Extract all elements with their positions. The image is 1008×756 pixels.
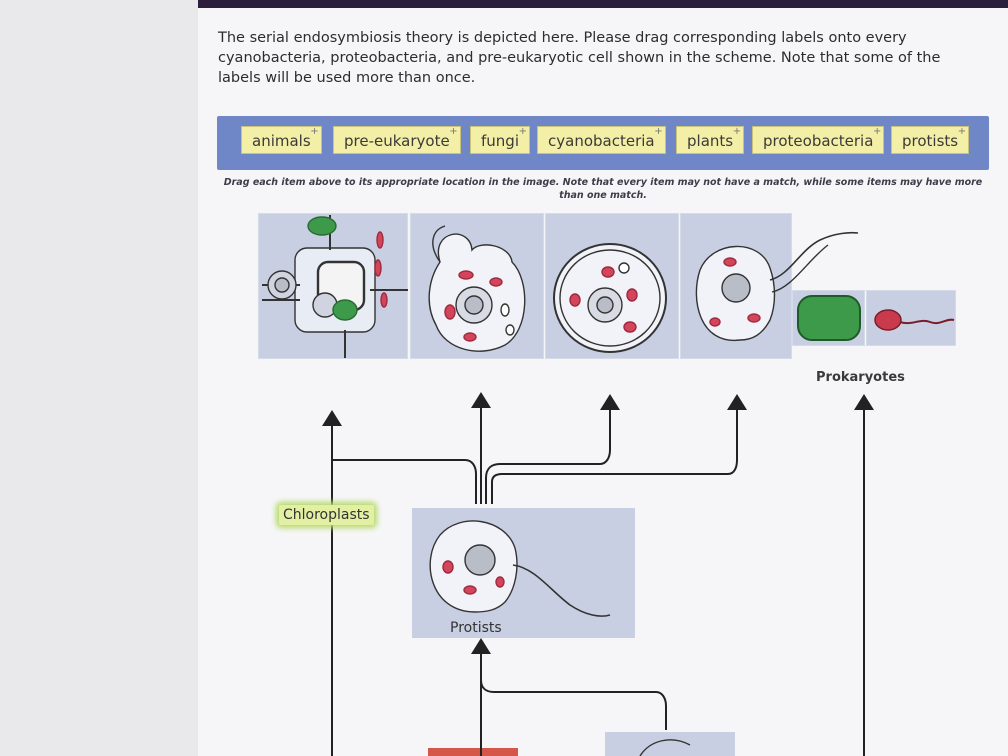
protists-label: Protists bbox=[450, 620, 502, 636]
label-chip-pre-eukaryote[interactable]: pre-eukaryote+ bbox=[333, 126, 461, 154]
plus-icon: + bbox=[518, 126, 527, 137]
lower-cell-panel[interactable] bbox=[605, 732, 735, 756]
label-chip-animals[interactable]: animals+ bbox=[241, 126, 322, 154]
chip-text: plants bbox=[687, 132, 734, 150]
placed-label-chip[interactable] bbox=[428, 748, 518, 756]
chip-text: fungi bbox=[481, 132, 519, 150]
label-chip-fungi[interactable]: fungi+ bbox=[470, 126, 530, 154]
chip-text: pre-eukaryote bbox=[344, 132, 450, 150]
instructions-text: The serial endosymbiosis theory is depic… bbox=[218, 30, 941, 86]
prokaryotes-label: Prokaryotes bbox=[816, 370, 905, 385]
chip-text: proteobacteria bbox=[763, 132, 874, 150]
protist-cell-illustration bbox=[695, 231, 859, 341]
plus-icon: + bbox=[957, 126, 967, 137]
label-bank: animals+ pre-eukaryote+ fungi+ cyanobact… bbox=[217, 116, 989, 170]
plant-cell-illustration bbox=[262, 215, 408, 358]
plus-icon: + bbox=[449, 126, 458, 137]
evolution-arrows bbox=[322, 392, 874, 756]
fungal-cell-illustration bbox=[553, 243, 667, 353]
label-chip-cyanobacteria[interactable]: cyanobacteria+ bbox=[537, 126, 666, 154]
chloroplasts-label: Chloroplasts bbox=[279, 505, 374, 525]
chip-text: protists bbox=[902, 132, 959, 150]
animal-cell-illustration bbox=[428, 225, 526, 352]
window-top-bar bbox=[198, 0, 1008, 8]
ancestral-protist-illustration bbox=[429, 520, 611, 617]
label-chip-proteobacteria[interactable]: proteobacteria+ bbox=[752, 126, 885, 154]
plus-icon: + bbox=[732, 126, 742, 137]
plus-icon: + bbox=[654, 126, 663, 137]
chip-text: animals bbox=[252, 132, 311, 150]
plus-icon: + bbox=[310, 126, 319, 137]
chip-text: cyanobacteria bbox=[548, 132, 655, 150]
lower-cell-outline bbox=[639, 739, 691, 756]
cyanobacterium-illustration bbox=[797, 295, 861, 341]
drag-hint-text: Drag each item above to its appropriate … bbox=[223, 177, 983, 201]
proteobacterium-illustration bbox=[874, 309, 955, 331]
label-chip-plants[interactable]: plants+ bbox=[676, 126, 745, 154]
label-chip-protists[interactable]: protists+ bbox=[891, 126, 970, 154]
plus-icon: + bbox=[873, 126, 882, 137]
